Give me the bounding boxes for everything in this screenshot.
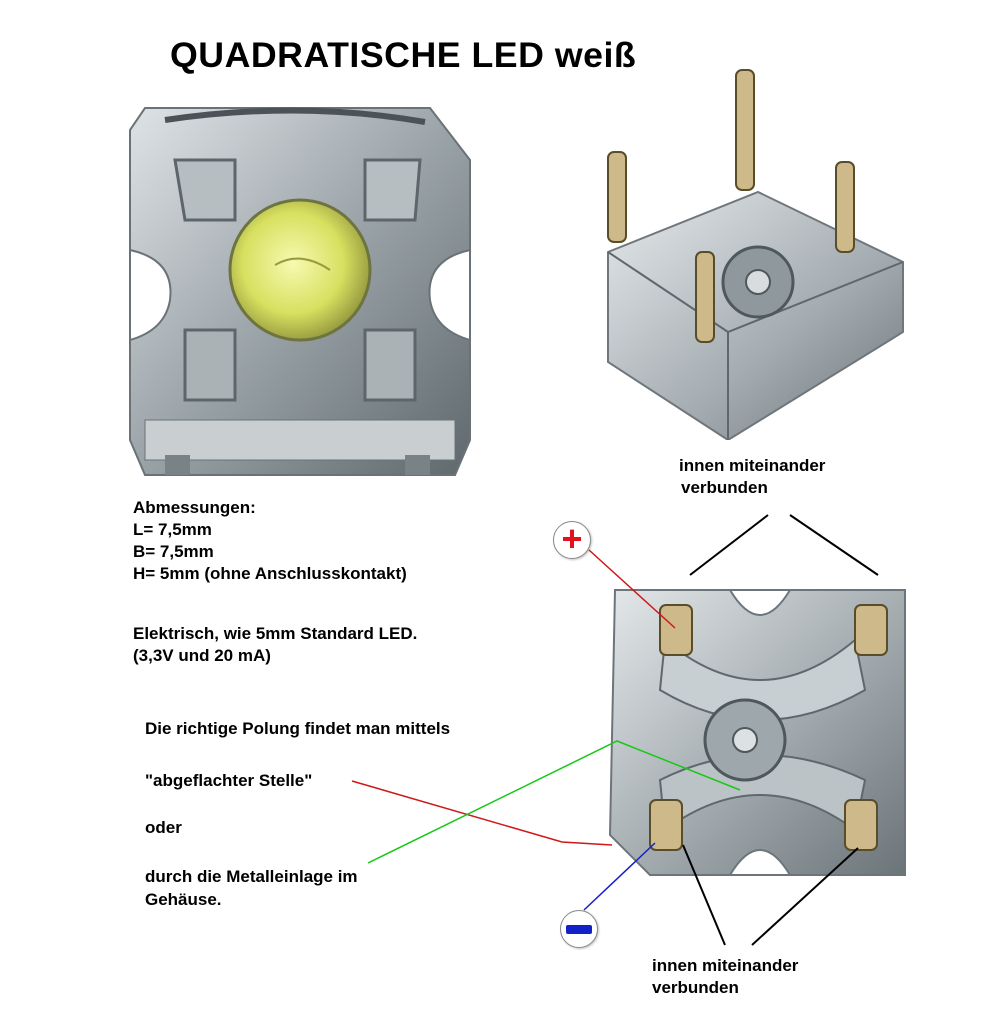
polarity-line-2: "abgeflachter Stelle" xyxy=(145,771,313,790)
top-note-line-2: verbunden xyxy=(681,478,768,497)
top-note-line-right xyxy=(789,514,879,576)
polarity-line-3: oder xyxy=(145,818,182,837)
polarity-line-4: durch die Metalleinlage im xyxy=(145,867,358,886)
flattened-corner-pointer xyxy=(351,780,613,846)
plus-connector-line xyxy=(588,549,676,629)
led-angled-photo xyxy=(598,62,913,440)
top-note: innen miteinander verbunden xyxy=(679,455,825,499)
plus-icon: + xyxy=(561,518,583,559)
bottom-note-line-2: verbunden xyxy=(652,978,739,997)
bottom-note: innen miteinander verbunden xyxy=(652,955,798,999)
page-title: QUADRATISCHE LED weiß xyxy=(170,36,637,75)
polarity-line-1: Die richtige Polung findet man mittels xyxy=(145,719,451,738)
led-front-photo xyxy=(125,100,475,480)
polarity-line-5: Gehäuse. xyxy=(145,890,222,909)
dimensions-block: Abmessungen: L= 7,5mm B= 7,5mm H= 5mm (o… xyxy=(133,497,407,585)
bottom-note-line-right xyxy=(751,847,859,946)
dimension-height: H= 5mm (ohne Anschlusskontakt) xyxy=(133,564,407,583)
plus-sign-badge: + xyxy=(553,521,591,559)
top-note-line-1: innen miteinander xyxy=(679,456,826,475)
bottom-note-line-left xyxy=(682,844,726,946)
dimensions-heading: Abmessungen: xyxy=(133,498,256,517)
minus-icon xyxy=(566,924,592,934)
electrical-line-1: Elektrisch, wie 5mm Standard LED. xyxy=(133,624,418,643)
electrical-block: Elektrisch, wie 5mm Standard LED. (3,3V … xyxy=(133,623,417,667)
bottom-note-line-1: innen miteinander xyxy=(652,956,799,975)
minus-connector-line xyxy=(583,842,656,911)
dimension-length: L= 7,5mm xyxy=(133,520,212,539)
top-note-line-left xyxy=(689,514,769,576)
electrical-line-2: (3,3V und 20 mA) xyxy=(133,646,271,665)
dimension-width: B= 7,5mm xyxy=(133,542,214,561)
minus-sign-badge xyxy=(560,910,598,948)
metal-inlay-pointer xyxy=(367,740,741,864)
led-bottom-photo xyxy=(605,580,915,885)
